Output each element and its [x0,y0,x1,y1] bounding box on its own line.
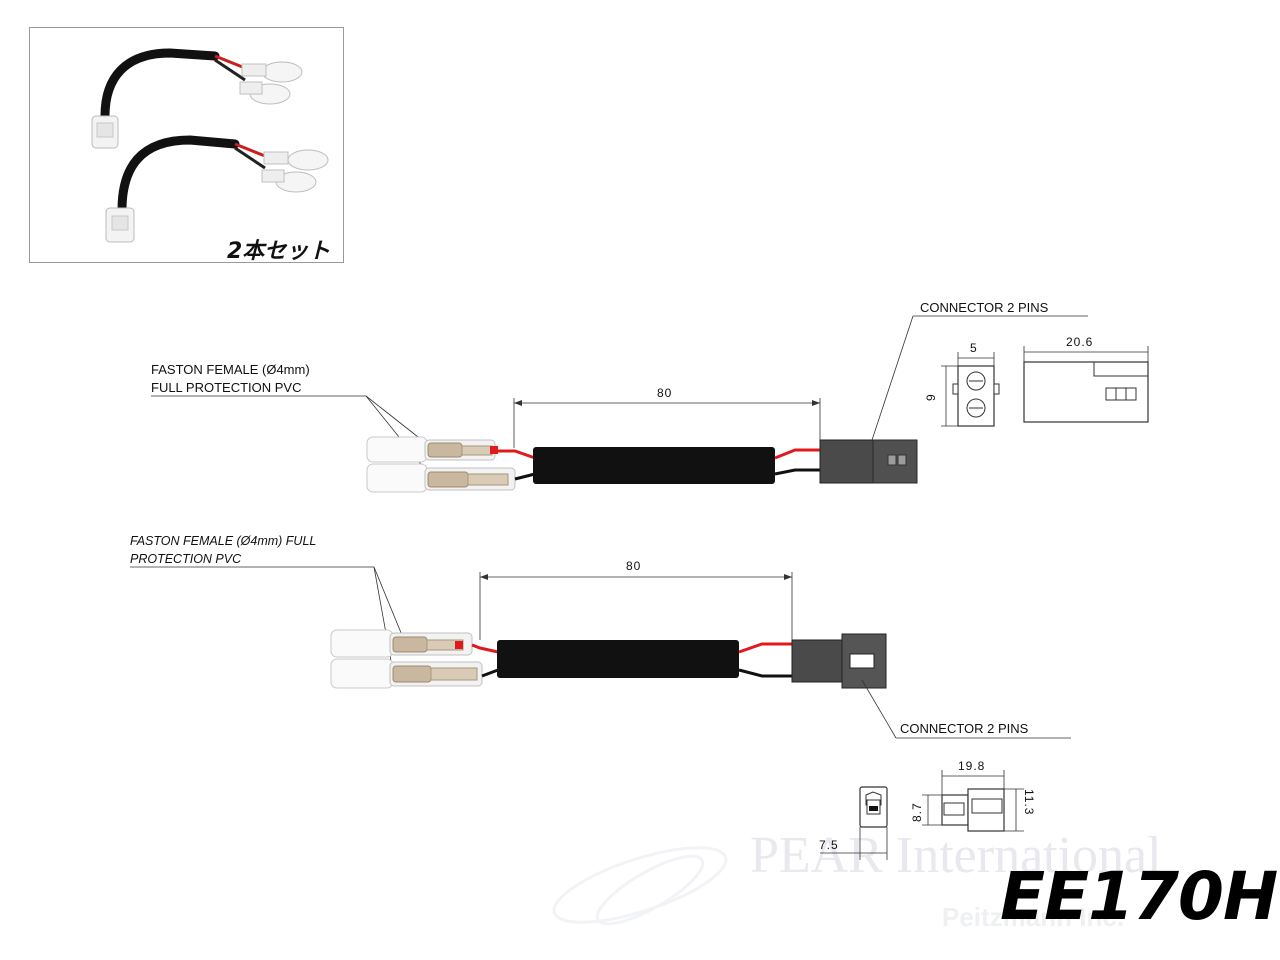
top-faston-terminal-upper [366,436,498,463]
bottom-faston-label-2: PROTECTION PVC [130,552,242,566]
bottom-front-width-dimension: 7.5 [819,838,839,852]
bottom-side-height-left-dimension: 8.7 [910,802,924,822]
top-front-height-dimension: 9 [924,393,938,401]
top-length-dimension: 80 [657,386,672,400]
top-front-width-dimension: 5 [970,341,978,355]
bottom-side-height-right-dimension: 11.3 [1022,789,1036,815]
bottom-faston-terminal-upper [330,629,473,658]
top-harness-diagram: FASTON FEMALE (Ø4mm) FULL PROTECTION PVC [151,300,1149,493]
top-heat-shrink-sleeve [533,447,775,484]
top-side-length-dimension: 20.6 [1066,335,1093,349]
top-connector-label: CONNECTOR 2 PINS [920,300,1049,315]
top-faston-terminal-lower [366,463,516,493]
bottom-connector-front-view: 7.5 [819,786,888,860]
top-connector [819,439,918,484]
watermark-subtext: Peitzmann Inc. [942,902,1125,932]
product-photo [91,48,329,243]
bottom-connector [791,633,887,689]
bottom-length-dimension: 80 [626,559,641,573]
watermark-text: PEAR International [750,827,1162,884]
photo-harness-2 [105,135,329,243]
photo-harness-1 [91,48,303,149]
model-code: EE170H [1000,858,1278,935]
bottom-faston-terminal-lower [330,658,483,689]
bottom-faston-label-1: FASTON FEMALE (Ø4mm) FULL [130,534,316,548]
bottom-heat-shrink-sleeve [497,640,739,678]
top-faston-label-2: FULL PROTECTION PVC [151,380,301,395]
watermark-logo [552,846,728,926]
bottom-side-length-dimension: 19.8 [958,759,985,773]
top-faston-label-1: FASTON FEMALE (Ø4mm) [151,362,310,377]
photo-caption: 2本セット [227,239,331,264]
top-connector-side-view: 20.6 [1023,335,1149,423]
top-connector-front-view: 5 9 [924,341,1000,427]
product-photo-frame [29,27,344,263]
bottom-connector-label: CONNECTOR 2 PINS [900,721,1029,736]
bottom-harness-diagram: FASTON FEMALE (Ø4mm) FULL PROTECTION PVC [130,534,1071,860]
bottom-connector-side-view: 19.8 8.7 11.3 [910,759,1036,832]
